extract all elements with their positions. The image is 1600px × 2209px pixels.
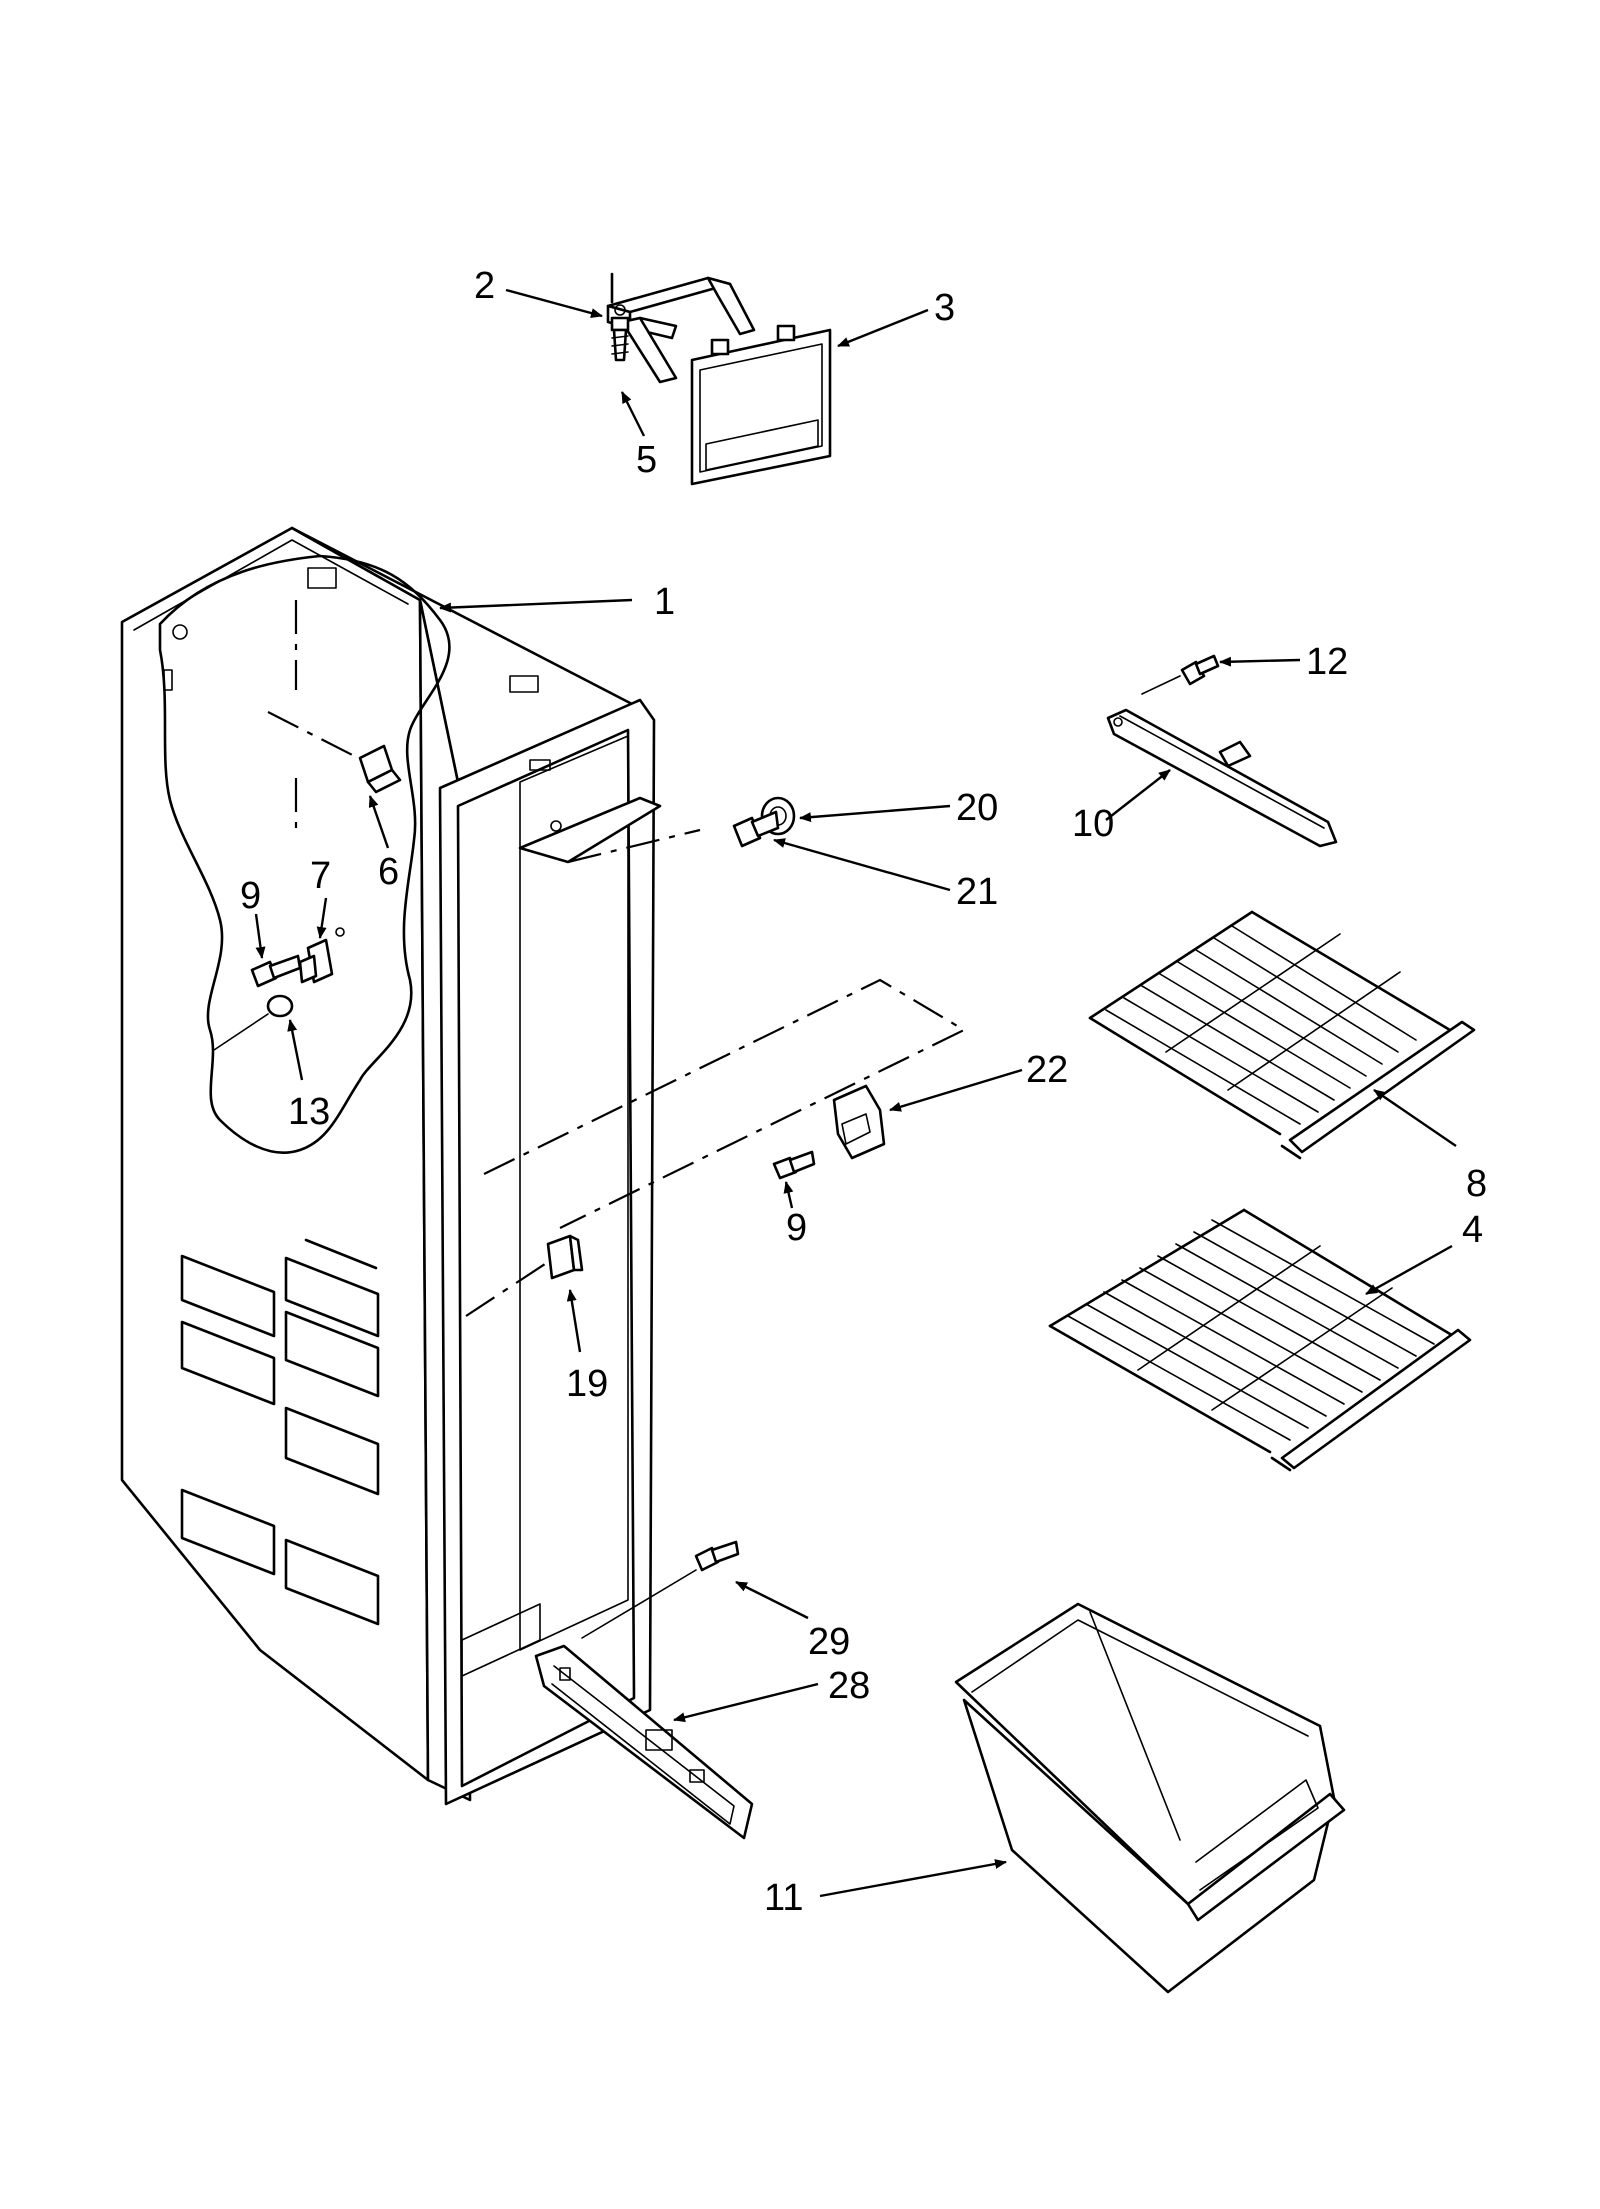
part-2-bracket: [606, 272, 756, 384]
callout-2: 2: [474, 265, 495, 307]
callout-13: 13: [288, 1091, 330, 1133]
callout-28: 28: [828, 1665, 870, 1707]
part-6-clip: [358, 744, 402, 794]
callout-21: 21: [956, 871, 998, 913]
callout-1: 1: [654, 581, 675, 623]
part-4-shelf: [1048, 1208, 1472, 1472]
callout-10: 10: [1072, 803, 1114, 845]
part-8-shelf: [1088, 910, 1476, 1160]
part-13-plug: [213, 994, 294, 1051]
callout-7: 7: [310, 855, 331, 897]
callout-5: 5: [636, 439, 657, 481]
callout-29: 29: [808, 1621, 850, 1663]
part-29-screw: [581, 1540, 740, 1639]
part-20-21-mount: [518, 796, 796, 864]
callout-6: 6: [378, 851, 399, 893]
part-9-screw-left: [250, 954, 302, 988]
callout-8: 8: [1466, 1163, 1487, 1205]
callout-19: 19: [566, 1363, 608, 1405]
part-12-screw: [1180, 654, 1220, 686]
part-10-bracket: [1106, 675, 1338, 848]
callout-22: 22: [1026, 1049, 1068, 1091]
part-28-trim: [534, 1644, 754, 1840]
part-1-cabinet: [120, 526, 656, 1806]
callout-9-left: 9: [240, 875, 261, 917]
callout-labels: 2 3 5 1 12 10 20 21 6 7 9 13 22 9 8 4 19…: [240, 265, 1487, 1919]
part-19-clip: [465, 1234, 584, 1317]
callout-11: 11: [764, 1877, 803, 1919]
part-3-panel: [690, 324, 832, 486]
callout-20: 20: [956, 787, 998, 829]
leader-lines: [254, 288, 1457, 1898]
part-5-screw: [610, 316, 630, 362]
callout-4: 4: [1462, 1209, 1483, 1251]
callout-12: 12: [1306, 641, 1348, 683]
callout-3: 3: [934, 287, 955, 329]
part-7-bracket: [298, 927, 345, 984]
part-22-support: [483, 978, 967, 1229]
part-11-bin: [954, 1602, 1346, 1994]
callout-9-right: 9: [786, 1207, 807, 1249]
